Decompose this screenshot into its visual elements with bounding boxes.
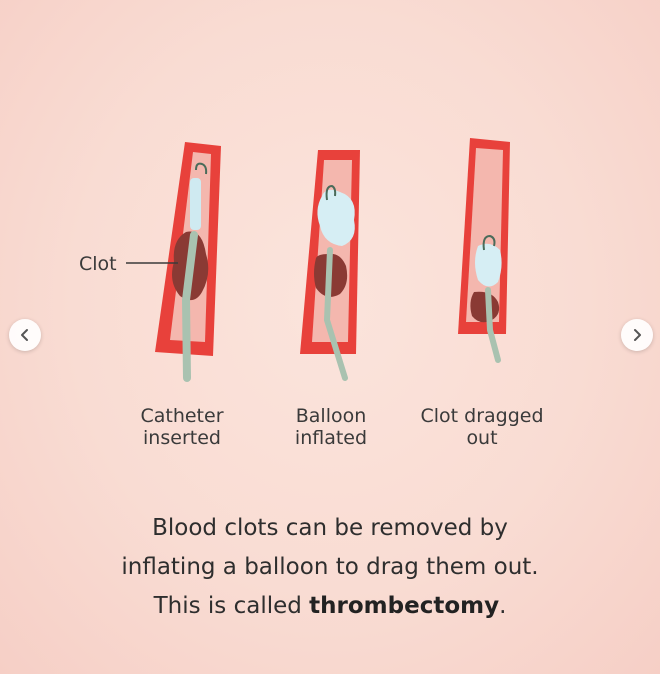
caption-line: inflated: [294, 427, 368, 449]
guidewire: [325, 184, 337, 201]
catheter: [323, 247, 348, 381]
caption-catheter-inserted: Catheter inserted: [122, 405, 242, 449]
caption-line: Balloon: [295, 405, 367, 427]
explanation-suffix: .: [499, 593, 507, 619]
vessel-balloon-inflated: [300, 150, 360, 381]
catheter: [485, 287, 501, 363]
vessel-clot-dragged: [458, 138, 510, 363]
deflated-balloon: [190, 178, 201, 230]
caption-clot-dragged-out: Clot dragged out: [412, 405, 552, 449]
explanation-line-3: This is called thrombectomy.: [60, 587, 600, 626]
caption-line: Clot dragged: [420, 405, 544, 427]
chevron-right-icon: [634, 329, 641, 341]
guidewire: [195, 162, 208, 175]
caption-line: Catheter: [140, 405, 224, 427]
explanation-prefix: This is called: [153, 593, 310, 619]
catheter: [181, 231, 198, 382]
explanation-text: Blood clots can be removed by inflating …: [60, 509, 600, 626]
inflated-balloon: [317, 189, 355, 246]
caption-line: out: [466, 427, 498, 449]
term-thrombectomy: thrombectomy: [309, 593, 500, 619]
next-slide-button[interactable]: [621, 319, 653, 351]
clot-label: Clot: [79, 253, 117, 275]
vessel-catheter-inserted: [155, 142, 221, 382]
inflated-balloon: [475, 243, 502, 287]
explanation-line-1: Blood clots can be removed by: [152, 515, 508, 541]
caption-balloon-inflated: Balloon inflated: [271, 405, 391, 449]
guidewire: [482, 234, 496, 251]
chevron-left-icon: [21, 329, 28, 341]
explanation-line-2: inflating a balloon to drag them out.: [121, 554, 539, 580]
caption-line: inserted: [143, 427, 221, 449]
previous-slide-button[interactable]: [9, 319, 41, 351]
